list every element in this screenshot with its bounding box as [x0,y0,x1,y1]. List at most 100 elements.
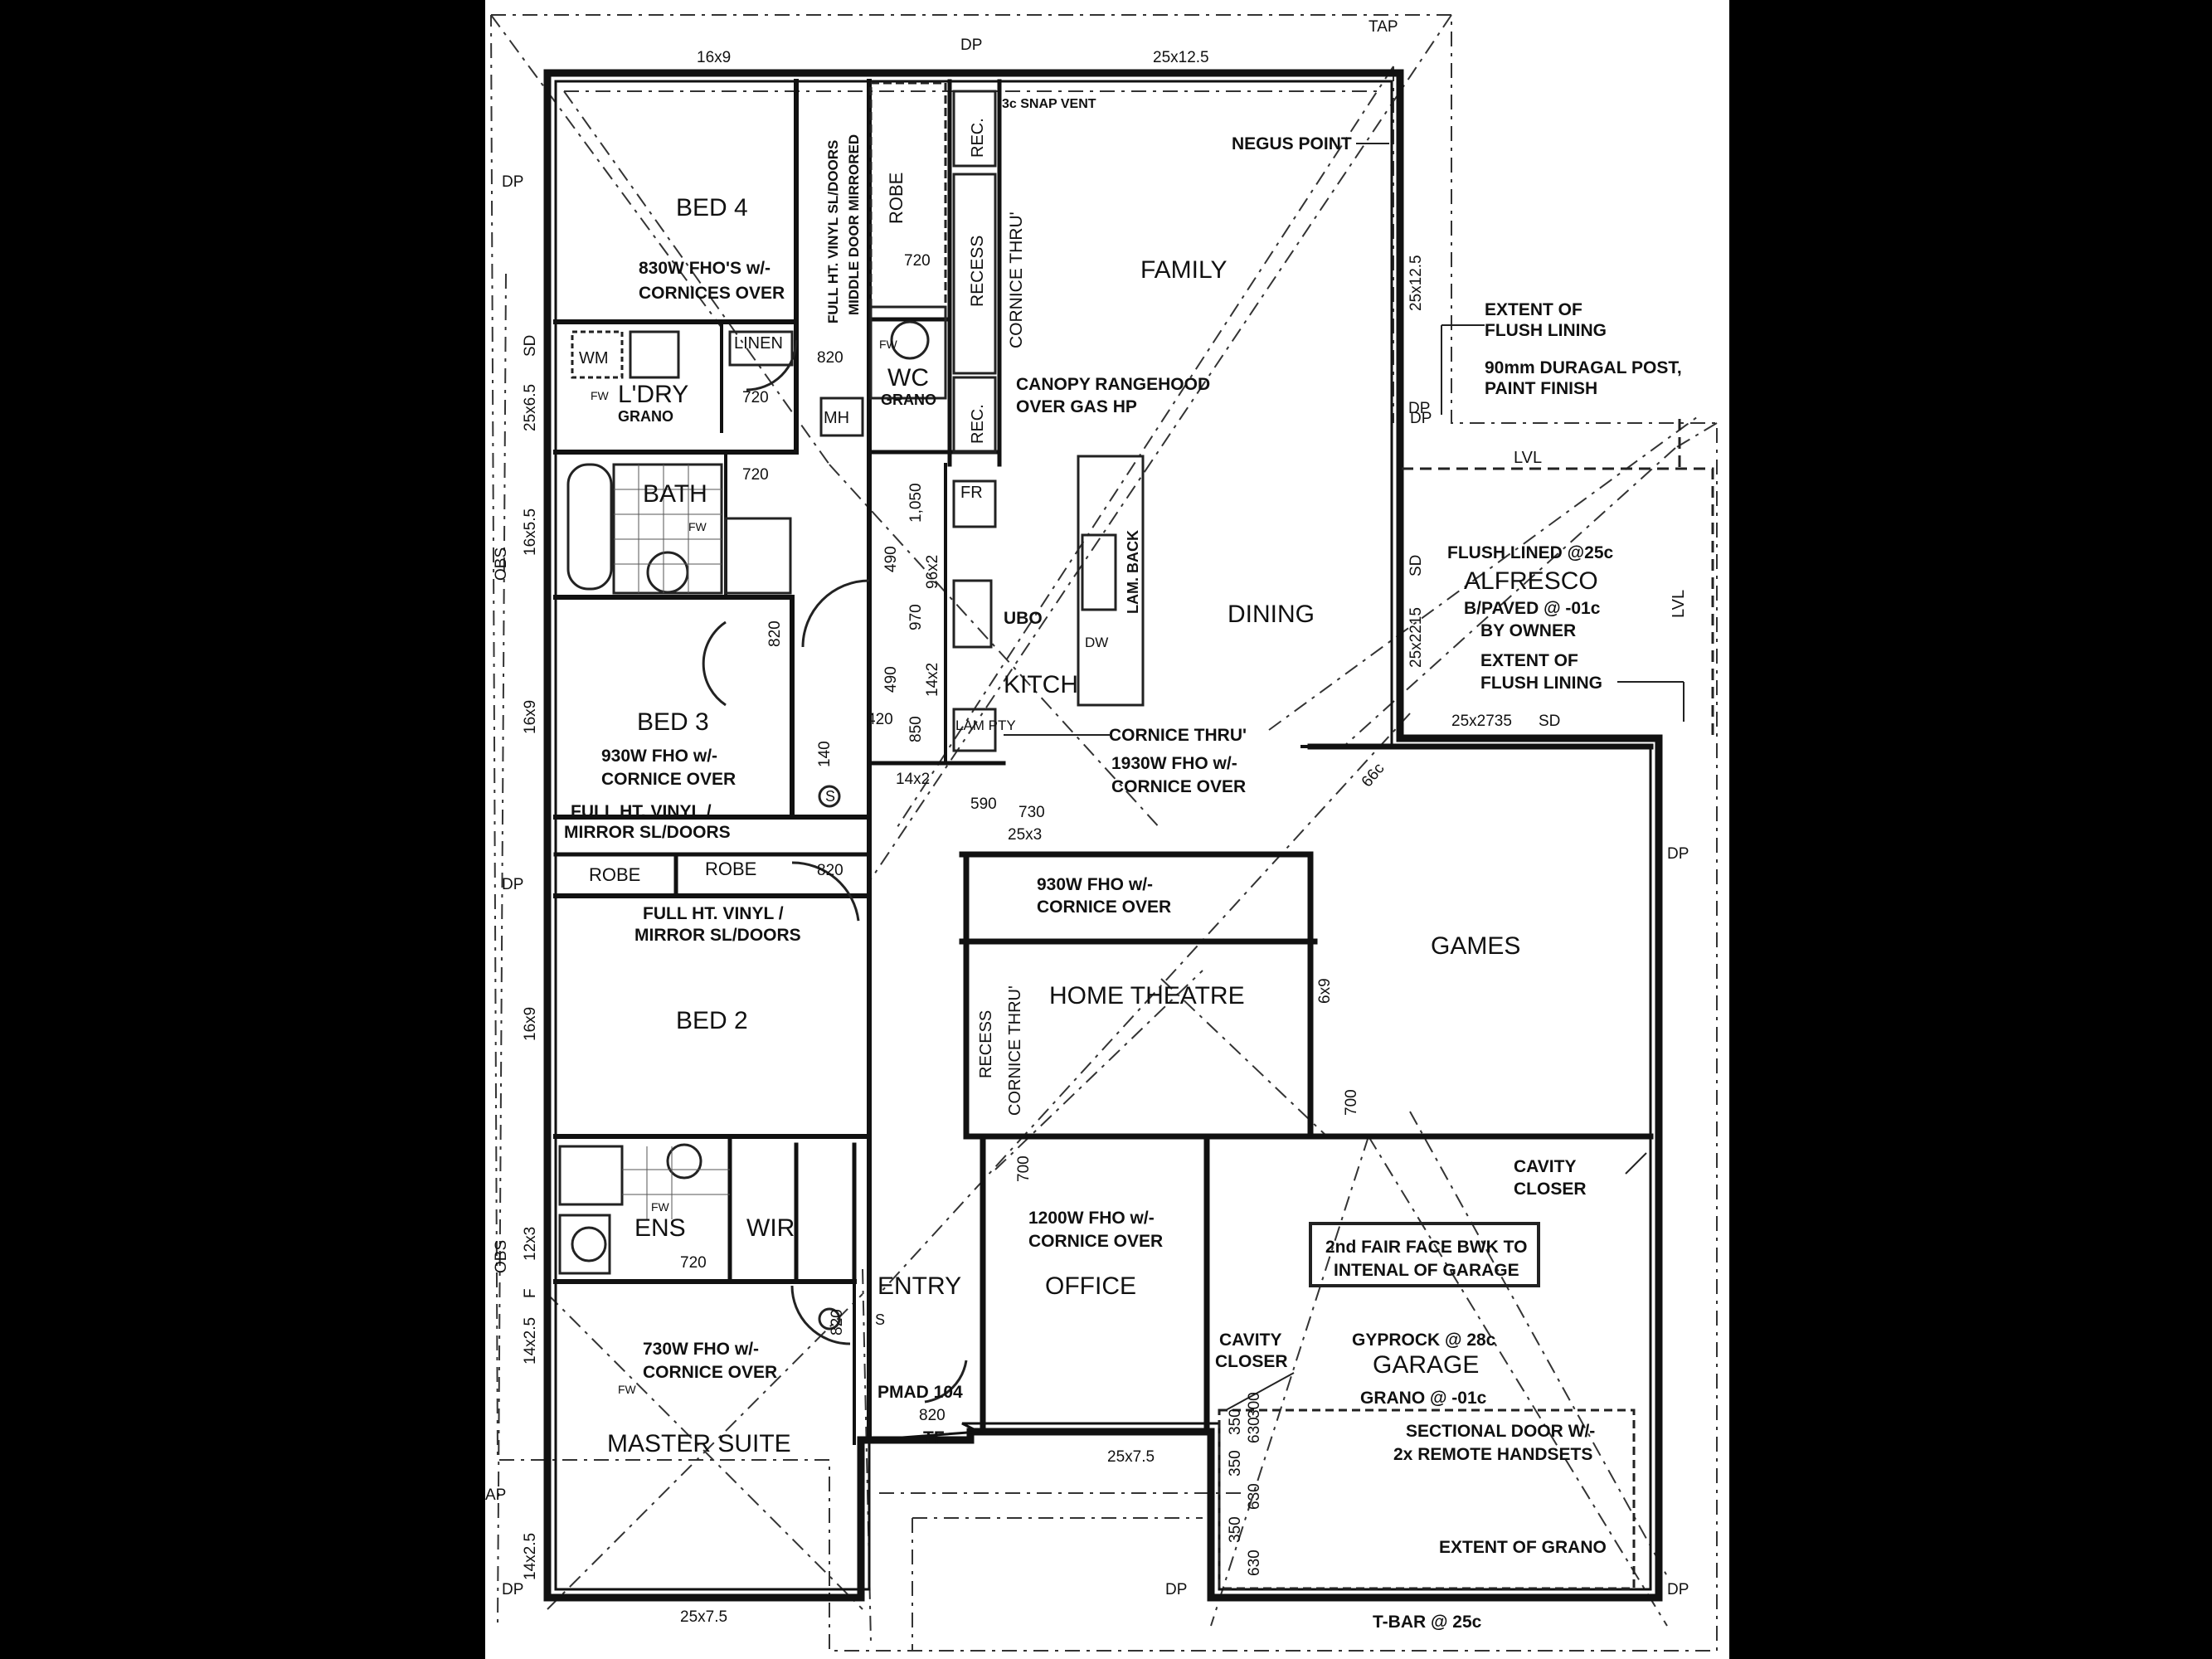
dim-490-a: 490 [882,546,900,572]
fixtures [558,81,1636,1590]
dim-dp-left-1: DP [502,173,523,191]
dim-6x9: 6x9 [1316,978,1334,1004]
note-grano-ldry: GRANO [618,408,673,425]
note-bpaved: B/PAVED @ -01c [1464,599,1601,618]
note-fw-2: FW [688,520,707,533]
dim-970: 970 [907,604,925,630]
dim-850: 850 [907,716,925,742]
room-bed2: BED 2 [676,1007,748,1034]
note-kitch-fho-1: 1930W FHO w/- [1111,754,1237,773]
dim-25x7-5-a: 25x7.5 [1107,1448,1155,1466]
room-master-suite: MASTER SUITE [607,1430,791,1457]
room-office: OFFICE [1045,1272,1136,1300]
dim-720-d: 720 [904,252,931,270]
linen-cupboard: LINEN [734,334,783,353]
note-recess-top: RECESS [968,236,987,307]
note-post-1: 90mm DURAGAL POST, [1485,358,1682,377]
paper-sheet [485,0,1729,1659]
room-home-theatre: HOME THEATRE [1049,982,1245,1010]
room-wir: WIR [746,1214,795,1242]
note-tf: TF [923,1428,945,1447]
note-master-fho-1: 730W FHO w/- [643,1340,759,1359]
dim-630-b: 630 [1246,1550,1263,1576]
note-kitch-fho-2: CORNICE OVER [1111,777,1246,796]
note-ht-fho-2: CORNICE OVER [1037,898,1171,917]
dim-dp-top: DP [960,36,982,54]
dim-820-b: 820 [766,620,784,647]
dim-820-a: 820 [817,349,843,367]
dim-dp-right-1: DP [1408,400,1430,417]
note-bed3-fho-2: CORNICE OVER [601,770,736,789]
dishwasher: DW [1085,635,1108,650]
room-bath: BATH [643,480,707,508]
room-labels: BED 4 L'DRY BATH WC FAMILY DINING KITCH … [579,118,1598,1457]
note-cornice-thru-top: CORNICE THRU' [1007,212,1026,348]
room-games: GAMES [1431,932,1520,960]
room-family: FAMILY [1140,256,1227,284]
room-wc: WC [887,364,929,392]
dim-16x9-l2: 16x9 [522,700,539,734]
dim-720-b: 720 [742,466,769,484]
recess-rec-top: REC. [969,118,987,158]
note-gyprock: GYPROCK @ 28c [1352,1331,1496,1350]
note-snap-vent: 3c SNAP VENT [1002,97,1096,111]
room-ens: ENS [634,1214,686,1242]
note-post-2: PAINT FINISH [1485,379,1597,398]
dim-ap: AP [485,1486,506,1504]
recess-rec-bottom: REC. [969,404,987,444]
note-grano-wc: GRANO [881,392,936,408]
note-bed2-vinyl-1: FULL HT. VINYL / [643,904,784,923]
dim-16x9-top: 16x9 [697,49,731,66]
note-cornice-thru-mid: CORNICE THRU' [1109,726,1247,745]
note-bwk-1: 2nd FAIR FACE BWK TO [1325,1238,1527,1257]
note-s-2: S [875,1311,885,1328]
note-extent-2b: FLUSH LINING [1480,674,1602,693]
dim-590: 590 [970,795,997,813]
dim-14x2-5-a: 14x2.5 [522,1317,539,1365]
note-bed3-fho-1: 930W FHO w/- [601,747,717,766]
dim-14x2-a: 14x2 [924,663,941,697]
note-cornice-thru-ht: CORNICE THRU' [1006,985,1024,1116]
dim-sd-1: SD [522,335,539,357]
dimension-labels: 16x9 DP 25x12.5 TAP DP 25x6.5 SD 16x5.5 … [485,18,1689,1626]
dim-14x2-5-b: 14x2.5 [522,1533,539,1580]
room-bed4: BED 4 [676,194,748,221]
note-fw-3: FW [879,338,898,351]
dim-730: 730 [1018,804,1045,821]
dim-350-b: 350 [1227,1516,1244,1543]
robe-bed3: ROBE [589,864,640,885]
dim-25x12-5-top: 25x12.5 [1153,49,1209,66]
dim-420: 420 [867,711,893,728]
note-extent-grano: EXTENT OF GRANO [1439,1538,1607,1557]
dim-300: 300 [1246,1392,1263,1418]
dim-16x5-5: 16x5.5 [522,508,539,556]
note-cavity-1b: CLOSER [1514,1180,1587,1199]
dim-dp-left-2: DP [502,876,523,893]
dim-350-a: 350 [1227,1450,1244,1477]
dim-820-d: 820 [829,1309,846,1335]
note-bed4-fho-2: CORNICES OVER [639,284,785,303]
note-tbar: T-BAR @ 25c [1373,1613,1482,1632]
dim-720-c: 720 [680,1254,707,1272]
note-sectional-1: SECTIONAL DOOR W/- [1406,1422,1595,1441]
note-flush-lined: FLUSH LINED @25c [1447,543,1613,562]
note-full-ht-1: FULL HT. VINYL SL/DOORS [825,140,841,324]
room-alfresco: ALFRESCO [1464,567,1598,595]
note-lvl-1: LVL [1514,449,1542,467]
dim-dp-bottom-2: DP [1410,410,1432,427]
leader-lines [1004,143,1685,1411]
note-cavity-2a: CAVITY [1219,1331,1281,1350]
dim-16x9-l3: 16x9 [522,1007,539,1041]
note-lam-back: LAM. BACK [1125,530,1141,614]
room-dining: DINING [1228,601,1315,628]
note-fw-1: FW [591,389,610,402]
dim-25x6-5: 25x6.5 [522,384,539,431]
note-bed4-fho-1: 830W FHO'S w/- [639,259,771,278]
dim-dp-left-3: DP [502,1581,523,1598]
note-canopy-1: CANOPY RANGEHOOD [1016,375,1210,394]
room-kitch: KITCH [1004,671,1078,698]
dim-490-b: 490 [882,666,900,693]
note-cavity-1a: CAVITY [1514,1157,1576,1176]
dim-700-a: 700 [1015,1155,1033,1182]
